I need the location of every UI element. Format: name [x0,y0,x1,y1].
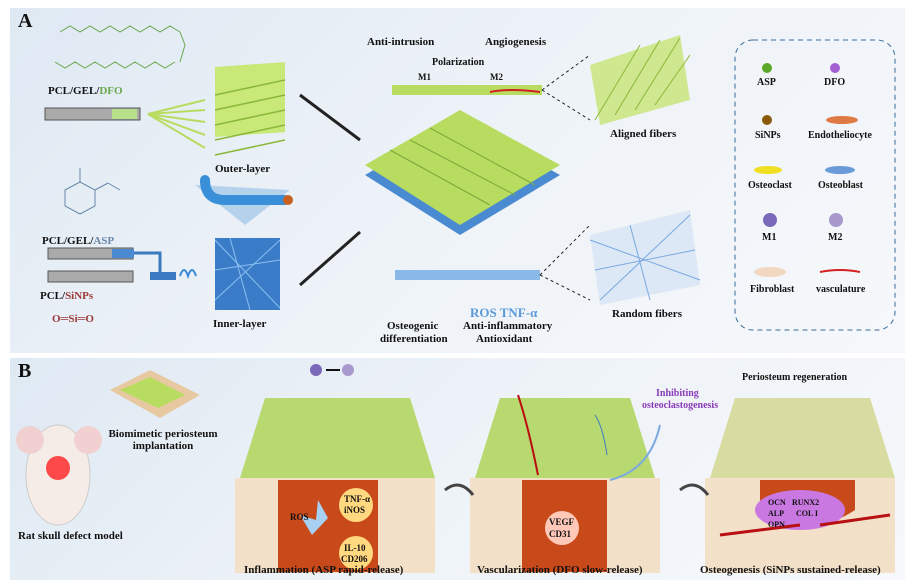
marker-alp: ALP [768,509,784,518]
arrow-icon [299,230,361,287]
implantation-label: Biomimetic periosteum implantation [108,428,218,452]
stage2-label: Vascularization (DFO slow-release) [477,564,643,576]
panel-b-label: B [18,360,32,382]
legend-vasculature: vasculature [816,284,866,295]
sinps-name: SiNPs [65,290,94,302]
anti-intrusion-label: Anti-intrusion [367,36,435,48]
legend-sinps: SiNPs [755,130,781,141]
asp-formulation-label: PCL/GEL/ASP [42,235,114,247]
ros-label: ROS [290,512,309,522]
angiogenesis-label: Angiogenesis [485,36,547,48]
stage-inflammation [235,398,435,573]
legend-swatches [754,63,861,277]
inhibiting-label: Inhibiting [656,388,699,399]
marker-col1: COL I [796,509,819,518]
random-strip [395,270,540,280]
asp-name: ASP [93,235,115,247]
arrow-icon [679,483,710,496]
coaxial-syringe-icon [47,247,197,283]
il10-label: IL-10 [344,543,366,553]
polarization-label: Polarization [432,57,485,68]
rat-illustration [16,424,102,526]
stage-vascularization [470,394,660,573]
stage3-label: Osteogenesis (SiNPs sustained-release) [700,564,881,576]
legend-asp: ASP [757,77,776,88]
osteoclastogenesis-label: osteoclastogenesis [642,400,719,411]
syringe-icon [44,99,206,149]
legend-m2: M2 [828,232,843,243]
stage-osteogenesis [705,398,895,573]
sinps-formulation-label: PCL/SiNPs [40,290,93,302]
dfo-name: DFO [99,85,123,97]
asp-structure [64,168,121,215]
outer-layer-label: Outer-layer [215,163,271,175]
legend-box [734,39,896,331]
arrow-icon [444,483,475,496]
dfo-formulation-label: PCL/GEL/DFO [48,85,123,97]
random-fibers-label: Random fibers [612,308,682,320]
fiber-tube-icon [195,175,293,225]
asp-prefix: PCL/GEL/ [42,235,94,247]
random-fibers-image [589,210,701,305]
m1-label: M1 [418,72,431,82]
differentiation-label: differentiation [380,333,448,345]
legend-fibroblast: Fibroblast [750,284,795,295]
sio2-formula: O═Si═O [52,313,94,325]
legend-endotheliocyte: Endotheliocyte [808,130,872,141]
legend-m1: M1 [762,232,777,243]
dfo-structure [54,25,186,69]
sinps-prefix: PCL/ [40,290,66,302]
legend-dfo: DFO [824,77,846,88]
marker-ocn: OCN [768,498,786,507]
ros-tnf-label: ROS TNF-α [470,305,538,320]
inner-layer-mat [214,237,281,311]
inner-layer-label: Inner-layer [213,318,267,330]
legend-osteoclast: Osteoclast [748,180,792,191]
bilayer-scaffold [365,110,560,235]
outer-layer-mat [214,62,286,156]
cd206-label: CD206 [341,554,368,564]
marker-runx2: RUNX2 [792,498,820,507]
m2-label: M2 [490,72,503,82]
stage1-label: Inflammation (ASP rapid-release) [244,564,404,576]
dfo-prefix: PCL/GEL/ [48,85,100,97]
inos-label: iNOS [344,505,366,515]
periosteum-regeneration-label: Periosteum regeneration [742,372,848,383]
osteogenic-label: Osteogenic [387,320,439,332]
arrow-icon [609,424,661,481]
arrow-icon [299,93,361,142]
aligned-fibers-label: Aligned fibers [610,128,677,140]
cd31-label: CD31 [549,529,571,539]
implant-patch [110,370,200,418]
aligned-fibers-image [590,35,691,125]
legend-osteoblast: Osteoblast [818,180,863,191]
anti-inflammatory-label: Anti-inflammatory [463,320,553,332]
antioxidant-label: Antioxidant [476,333,533,345]
tnf-label: TNF-α [344,494,371,504]
vegf-label: VEGF [549,517,575,527]
rat-model-label: Rat skull defect model [18,530,123,542]
marker-opn: OPN [768,520,785,529]
panel-a-label: A [18,10,33,32]
aligned-strip [392,85,542,95]
